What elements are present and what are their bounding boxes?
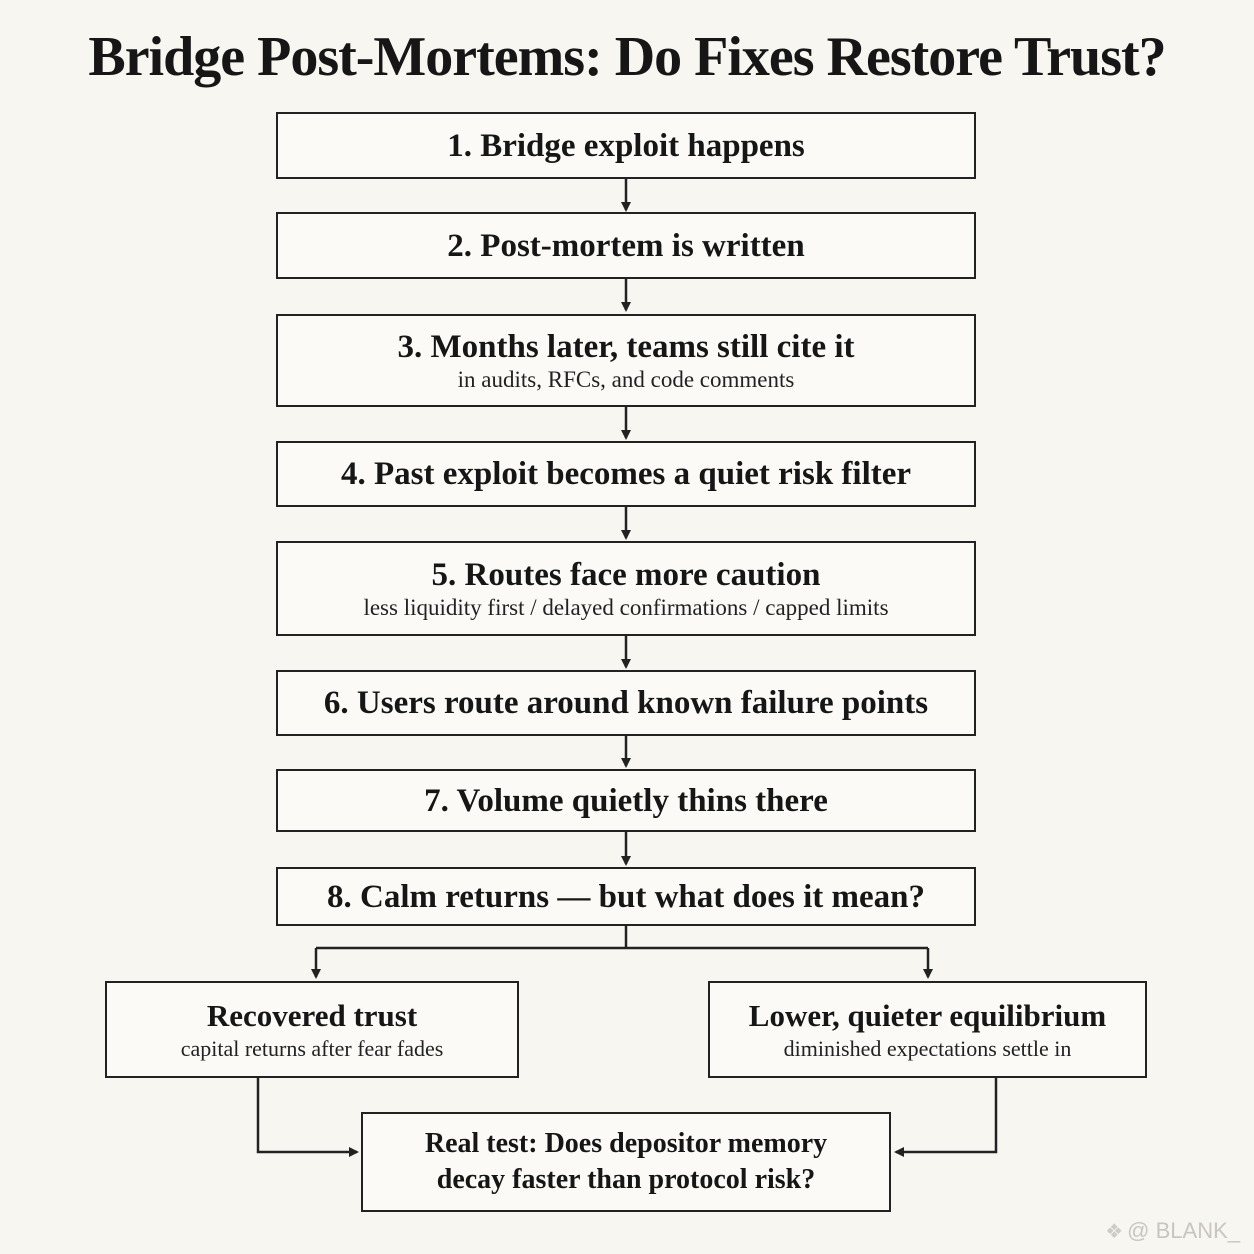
step-8-box: 8. Calm returns — but what does it mean? — [276, 867, 976, 926]
step-5-label: 5. Routes face more caution — [431, 556, 821, 593]
branch-right-label: Lower, quieter equilibrium — [748, 997, 1107, 1033]
step-1-label: 1. Bridge exploit happens — [447, 127, 805, 164]
step-2-box: 2. Post-mortem is written — [276, 212, 976, 279]
step-3-box: 3. Months later, teams still cite it in … — [276, 314, 976, 407]
conclusion-line-2: decay faster than protocol risk? — [436, 1164, 816, 1195]
branch-recovered-trust-box: Recovered trust capital returns after fe… — [105, 981, 519, 1078]
step-1-box: 1. Bridge exploit happens — [276, 112, 976, 179]
step-4-box: 4. Past exploit becomes a quiet risk fil… — [276, 441, 976, 507]
watermark: ❖ @ BLANK_ — [1105, 1218, 1240, 1244]
step-6-label: 6. Users route around known failure poin… — [323, 685, 929, 721]
diamond-logo-icon: ❖ — [1105, 1220, 1124, 1243]
branch-lower-equilibrium-box: Lower, quieter equilibrium diminished ex… — [708, 981, 1147, 1078]
conclusion-box: Real test: Does depositor memory decay f… — [361, 1112, 891, 1212]
step-8-label: 8. Calm returns — but what does it mean? — [327, 878, 925, 915]
step-7-box: 7. Volume quietly thins there — [276, 769, 976, 832]
branch-right-detail: diminished expectations settle in — [783, 1035, 1072, 1061]
step-3-detail: in audits, RFCs, and code comments — [457, 366, 795, 392]
branch-left-label: Recovered trust — [206, 997, 418, 1033]
step-3-label: 3. Months later, teams still cite it — [397, 328, 855, 365]
branch-left-detail: capital returns after fear fades — [180, 1035, 444, 1061]
step-2-label: 2. Post-mortem is written — [447, 227, 805, 264]
step-5-box: 5. Routes face more caution less liquidi… — [276, 541, 976, 636]
conclusion-line-1: Real test: Does depositor memory — [424, 1128, 828, 1159]
step-6-box: 6. Users route around known failure poin… — [276, 670, 976, 736]
watermark-text: @ BLANK_ — [1127, 1218, 1240, 1243]
arrow-left-to-conclusion — [256, 1078, 359, 1157]
step-5-detail: less liquidity first / delayed confirmat… — [363, 594, 889, 620]
step-7-label: 7. Volume quietly thins there — [424, 782, 828, 819]
page-title: Bridge Post-Mortems: Do Fixes Restore Tr… — [88, 26, 1166, 88]
arrow-right-to-conclusion — [894, 1078, 998, 1157]
step-4-label: 4. Past exploit becomes a quiet risk fil… — [340, 456, 912, 492]
